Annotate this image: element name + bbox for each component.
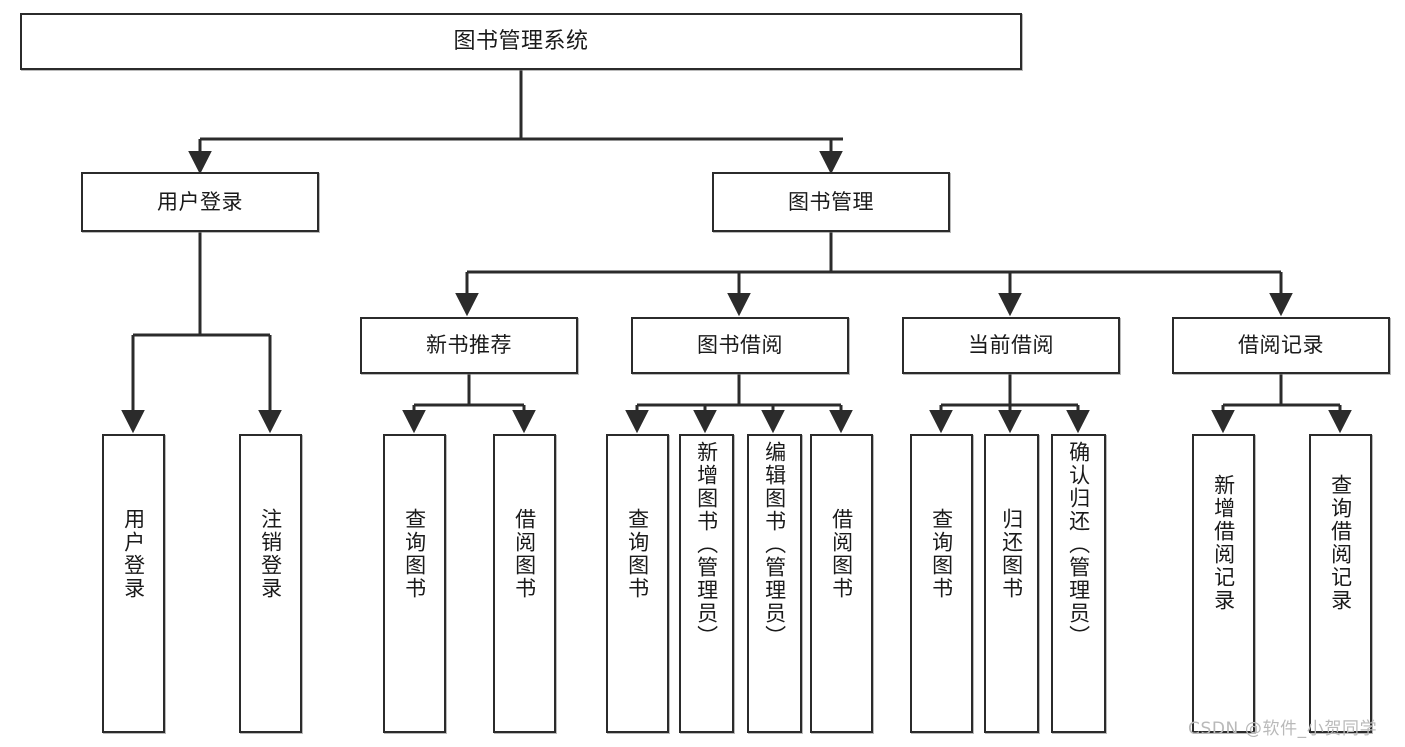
node-leaf-query-book-1-label: 查询图书: [402, 508, 427, 600]
node-leaf-user-logout-label: 注销登录: [258, 508, 283, 600]
node-root-label: 图书管理系统: [453, 28, 589, 54]
node-leaf-query-book-3-label: 查询图书: [929, 508, 954, 600]
node-borrow-record[interactable]: 借阅记录: [1172, 317, 1390, 374]
node-user-login-label: 用户登录: [157, 189, 243, 214]
node-leaf-borrow-book-2-label: 借阅图书: [829, 508, 854, 600]
node-leaf-return-book-label: 归还图书: [999, 508, 1024, 600]
node-leaf-query-book-1[interactable]: 查询图书: [383, 434, 446, 733]
node-leaf-add-book-admin[interactable]: 新增图书（管理员）: [679, 434, 734, 733]
node-root[interactable]: 图书管理系统: [20, 13, 1022, 70]
node-book-borrow[interactable]: 图书借阅: [631, 317, 849, 374]
node-leaf-edit-book-admin[interactable]: 编辑图书（管理员）: [747, 434, 802, 733]
node-new-book-recommend[interactable]: 新书推荐: [360, 317, 578, 374]
csdn-watermark: CSDN @软件_小贺同学: [1188, 719, 1378, 739]
node-book-borrow-label: 图书借阅: [697, 333, 783, 358]
node-leaf-query-borrow-record[interactable]: 查询借阅记录: [1309, 434, 1372, 733]
node-current-borrow-label: 当前借阅: [968, 333, 1054, 358]
node-leaf-edit-book-admin-label: 编辑图书（管理员）: [762, 441, 787, 648]
node-leaf-query-book-3[interactable]: 查询图书: [910, 434, 973, 733]
node-new-book-recommend-label: 新书推荐: [426, 333, 512, 358]
node-leaf-return-book[interactable]: 归还图书: [984, 434, 1039, 733]
node-leaf-query-book-2[interactable]: 查询图书: [606, 434, 669, 733]
node-leaf-borrow-book-2[interactable]: 借阅图书: [810, 434, 873, 733]
node-leaf-confirm-return-admin[interactable]: 确认归还（管理员）: [1051, 434, 1106, 733]
node-current-borrow[interactable]: 当前借阅: [902, 317, 1120, 374]
node-leaf-user-logout[interactable]: 注销登录: [239, 434, 302, 733]
node-borrow-record-label: 借阅记录: [1238, 333, 1324, 358]
node-book-manage-label: 图书管理: [788, 189, 874, 214]
node-leaf-borrow-book-1[interactable]: 借阅图书: [493, 434, 556, 733]
node-leaf-add-borrow-record[interactable]: 新增借阅记录: [1192, 434, 1255, 733]
node-leaf-query-book-2-label: 查询图书: [625, 508, 650, 600]
node-leaf-query-borrow-record-label: 查询借阅记录: [1328, 474, 1353, 612]
node-leaf-add-book-admin-label: 新增图书（管理员）: [694, 441, 719, 648]
node-leaf-user-login-label: 用户登录: [121, 508, 146, 600]
node-book-manage[interactable]: 图书管理: [712, 172, 950, 232]
node-leaf-user-login[interactable]: 用户登录: [102, 434, 165, 733]
node-leaf-borrow-book-1-label: 借阅图书: [512, 508, 537, 600]
node-leaf-confirm-return-admin-label: 确认归还（管理员）: [1066, 441, 1091, 648]
node-leaf-add-borrow-record-label: 新增借阅记录: [1211, 474, 1236, 612]
node-user-login[interactable]: 用户登录: [81, 172, 319, 232]
